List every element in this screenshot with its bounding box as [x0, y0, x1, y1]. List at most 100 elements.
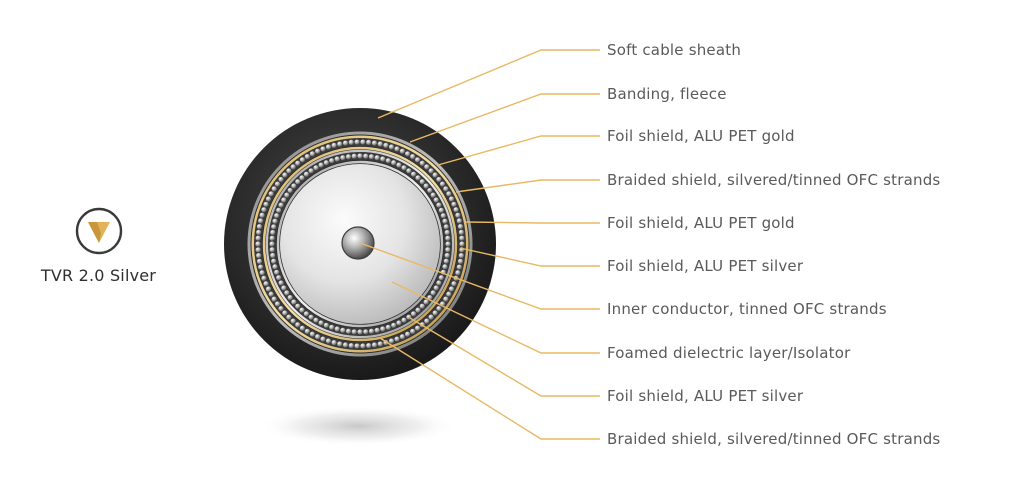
braid-strand	[445, 247, 451, 253]
braid-strand	[295, 179, 301, 185]
braid-strand	[286, 168, 292, 174]
braid-strand	[291, 299, 297, 305]
braid-strand	[259, 270, 265, 276]
braid-strand	[276, 207, 282, 213]
braid-strand	[278, 305, 284, 312]
braid-strand	[410, 171, 417, 177]
callout-label: Foil shield, ALU PET silver	[607, 387, 804, 405]
leader-line	[409, 93, 600, 143]
braid-strand	[391, 322, 397, 328]
braid-strand	[366, 139, 372, 145]
braid-strand	[331, 142, 337, 148]
callout-label: Braided shield, silvered/tinned OFC stra…	[607, 171, 941, 189]
braid-strand	[278, 176, 284, 183]
braid-strand	[423, 299, 429, 305]
braid-strand	[440, 213, 446, 219]
braid-strand	[410, 154, 416, 160]
braid-strand	[442, 264, 448, 270]
braid-strand	[276, 275, 282, 281]
braid-strand	[278, 280, 284, 286]
braid-strand	[410, 328, 416, 334]
braid-strand	[415, 175, 421, 181]
braid-strand	[295, 322, 301, 328]
braid-strand	[315, 334, 321, 340]
braid-strand	[377, 341, 383, 347]
braid-strand	[442, 218, 448, 224]
leader-line	[377, 49, 600, 119]
braid-strand	[438, 207, 444, 213]
braid-strand	[401, 317, 407, 323]
braid-strand	[261, 275, 267, 281]
braid-strand	[271, 296, 277, 302]
braid-strand	[394, 336, 400, 342]
foil-shield-silver-inner	[276, 160, 444, 328]
leader-line	[359, 242, 600, 310]
braid-strand	[309, 331, 315, 337]
braid-strand	[320, 336, 326, 342]
braid-strand	[439, 181, 446, 187]
braid-strand	[436, 202, 442, 208]
braid-strand	[410, 311, 417, 317]
braid-strand	[366, 343, 372, 349]
braid-strand	[281, 197, 287, 203]
braid-strand	[448, 196, 455, 202]
braid-strand	[313, 165, 319, 171]
foil-shield-silver-outer	[265, 149, 455, 339]
leader-line	[455, 179, 600, 193]
braid-strand	[295, 160, 301, 166]
braid-strand	[391, 160, 397, 166]
leader-line	[459, 247, 600, 267]
braid-strand	[377, 141, 383, 147]
braid-strand	[451, 201, 457, 207]
braid-strand	[299, 175, 305, 181]
braid-strand	[323, 160, 329, 166]
braid-strand	[268, 291, 274, 297]
braid-strand	[287, 187, 293, 194]
braid-strand	[436, 305, 442, 312]
foil-shield-gold-inner	[262, 146, 458, 342]
braid-strand	[308, 314, 314, 320]
braid-strand	[259, 212, 265, 218]
braid-strand	[430, 192, 436, 198]
braid-strand	[433, 285, 439, 291]
braid-strand	[428, 314, 434, 320]
braid-strand	[263, 281, 269, 287]
braid-strand	[270, 252, 276, 259]
braid-strand	[304, 328, 310, 334]
banding-fleece	[247, 131, 473, 357]
braid-strand	[415, 307, 421, 313]
v-monogram-logo-icon	[75, 207, 123, 255]
braid-strand	[405, 151, 411, 157]
callout-label: Foil shield, ALU PET gold	[607, 127, 795, 145]
braid-strand	[436, 280, 442, 286]
braid-strand	[345, 154, 352, 160]
braid-strand	[334, 156, 340, 162]
leader-line	[437, 135, 600, 166]
braid-strand	[274, 269, 280, 275]
braid-strand	[340, 327, 346, 333]
braid-strand	[368, 154, 375, 160]
braid-strand	[290, 164, 296, 170]
callout-label: Foil shield, ALU PET silver	[607, 257, 804, 275]
braid-strand	[436, 176, 442, 183]
braid-strand	[388, 338, 395, 344]
braid-strand	[313, 317, 319, 323]
braid-strand	[329, 324, 335, 330]
braid-strand	[388, 144, 395, 150]
braid-strand	[282, 310, 288, 316]
braid-strand	[255, 235, 261, 241]
braid-strand	[271, 186, 277, 192]
braid-strand	[271, 258, 277, 264]
braid-strand	[371, 342, 378, 348]
braid-strand	[258, 264, 264, 270]
foil-shield-gold-outer	[251, 135, 469, 353]
braid-strand	[345, 328, 352, 334]
braid-strand	[432, 172, 438, 178]
braid-strand	[363, 153, 369, 159]
braid-strand	[458, 253, 464, 259]
braid-strand	[419, 160, 425, 166]
leader-line	[379, 337, 600, 440]
leader-line	[391, 281, 600, 354]
braid-strand	[399, 148, 405, 154]
